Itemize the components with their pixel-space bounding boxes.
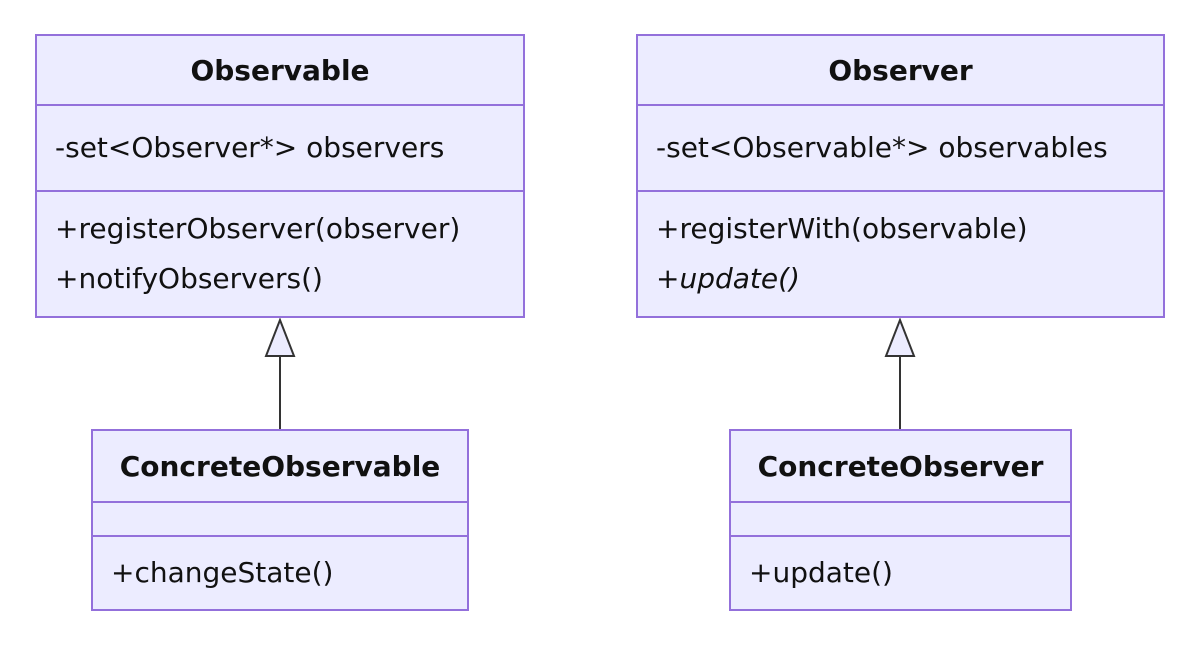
attribute: -set<Observable*> observables	[656, 131, 1108, 164]
attributes-compartment	[93, 503, 467, 537]
class-name: Observable	[37, 36, 523, 106]
method: +registerWith(observable)	[656, 212, 1028, 245]
class-concrete-observable[interactable]: ConcreteObservable +changeState()	[91, 429, 469, 611]
edge-concrete-observer-to-observer	[884, 317, 916, 429]
attribute: -set<Observer*> observers	[55, 131, 445, 164]
methods-compartment: +registerWith(observable) +update()	[638, 192, 1163, 316]
class-name: ConcreteObservable	[93, 431, 467, 503]
methods-compartment: +update()	[731, 537, 1070, 609]
attributes-compartment	[731, 503, 1070, 537]
methods-compartment: +changeState()	[93, 537, 467, 609]
method: +registerObserver(observer)	[55, 212, 461, 245]
methods-compartment: +registerObserver(observer) +notifyObser…	[37, 192, 523, 316]
inheritance-arrowhead	[264, 317, 296, 357]
visibility-marker: +	[656, 262, 680, 295]
edge-concrete-observable-to-observable	[264, 317, 296, 429]
class-name: ConcreteObserver	[731, 431, 1070, 503]
method: +update()	[749, 556, 893, 589]
class-concrete-observer[interactable]: ConcreteObserver +update()	[729, 429, 1072, 611]
method: +notifyObservers()	[55, 262, 323, 295]
attributes-compartment: -set<Observer*> observers	[37, 106, 523, 192]
abstract-method: +update()	[656, 254, 1145, 304]
class-name: Observer	[638, 36, 1163, 106]
attributes-compartment: -set<Observable*> observables	[638, 106, 1163, 192]
class-observer[interactable]: Observer -set<Observable*> observables +…	[636, 34, 1165, 318]
inheritance-arrowhead	[884, 317, 916, 357]
method: +changeState()	[111, 556, 334, 589]
class-observable[interactable]: Observable -set<Observer*> observers +re…	[35, 34, 525, 318]
abstract-method-name: update()	[679, 262, 800, 295]
